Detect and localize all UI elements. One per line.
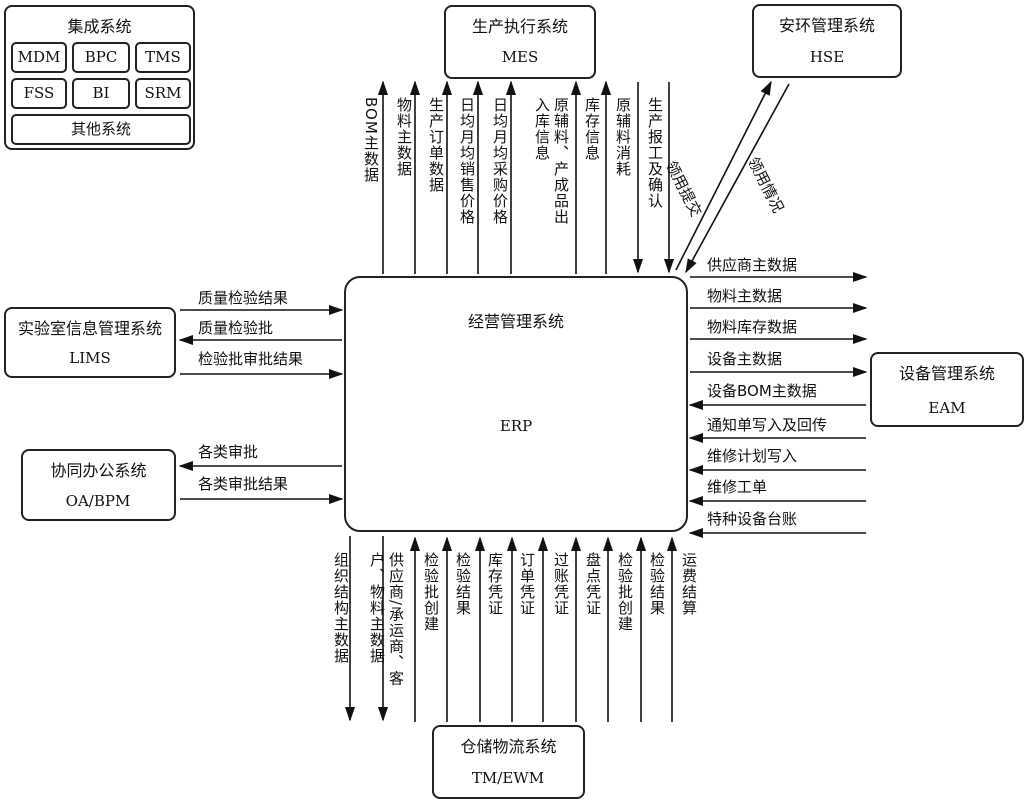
subsystem-bi: BI bbox=[72, 78, 130, 109]
flow-label-mes-bom: BOM主数据 bbox=[362, 97, 380, 183]
flow-label-lims-lot: 质量检验批 bbox=[198, 319, 274, 337]
flow-label-wms-stock-doc: 库存凭证 bbox=[486, 552, 504, 616]
flow-label-eam-plan: 维修计划写入 bbox=[707, 447, 798, 465]
integration-system-box: 集成系统 MDM BPC TMS FSS BI SRM 其他系统 bbox=[4, 5, 195, 150]
arrow-hse-status bbox=[685, 83, 790, 274]
flow-label-wms-partners: 供应商/承运商、客户、物料主数据 bbox=[368, 552, 405, 687]
flow-label-wms-inspection-2: 检验结果 bbox=[648, 552, 666, 616]
flow-label-wms-posting-doc: 过账凭证 bbox=[552, 552, 570, 616]
eam-system-box: 设备管理系统 bbox=[870, 352, 1024, 427]
flow-label-eam-special: 特种设备台账 bbox=[707, 510, 798, 528]
subsystem-fss: FSS bbox=[11, 78, 67, 109]
flow-label-eam-stock: 物料库存数据 bbox=[707, 318, 798, 336]
flow-label-oa-results: 各类审批结果 bbox=[198, 475, 289, 493]
flow-label-lims-result: 质量检验结果 bbox=[198, 289, 289, 307]
hse-system-title: 安环管理系统 bbox=[778, 16, 875, 35]
arrow-layer bbox=[178, 80, 868, 722]
flow-label-mes-order: 生产订单数据 bbox=[427, 97, 445, 193]
mes-system-title: 生产执行系统 bbox=[471, 17, 568, 36]
flow-label-wms-lot-create: 检验批创建 bbox=[422, 552, 440, 632]
oa-system-box: 协同办公系统 bbox=[21, 449, 176, 521]
oa-db-label: OA/BPM bbox=[65, 492, 131, 510]
hse-db-label: HSE bbox=[809, 48, 845, 66]
flow-label-eam-material: 物料主数据 bbox=[707, 287, 783, 305]
flow-label-eam-bom: 设备BOM主数据 bbox=[707, 382, 817, 400]
flow-label-wms-org: 组织结构主数据 bbox=[332, 552, 350, 664]
erp-db-label: ERP bbox=[499, 417, 533, 435]
eam-system-title: 设备管理系统 bbox=[898, 364, 995, 383]
mes-system-box: 生产执行系统 bbox=[444, 5, 596, 79]
integration-system-title: 集成系统 bbox=[67, 17, 132, 36]
subsystem-srm: SRM bbox=[135, 78, 191, 109]
wms-db-label: TM/EWM bbox=[471, 769, 545, 787]
erp-system-box: 经营管理系统 bbox=[344, 276, 688, 532]
flow-label-wms-order-doc: 订单凭证 bbox=[518, 552, 536, 616]
lims-system-box: 实验室信息管理系统 bbox=[4, 307, 176, 378]
arrow-hse-submit bbox=[675, 80, 772, 271]
flow-label-wms-count-doc: 盘点凭证 bbox=[584, 552, 602, 616]
flow-label-mes-sales-price: 日均月均销售价格 bbox=[458, 97, 476, 225]
erp-system-title: 经营管理系统 bbox=[467, 312, 564, 331]
flow-label-mes-material: 物料主数据 bbox=[395, 97, 413, 177]
flow-label-mes-inout: 原辅料、产成品出入库信息 bbox=[533, 97, 570, 225]
flow-label-oa-approvals: 各类审批 bbox=[198, 443, 259, 461]
eam-db-label: EAM bbox=[928, 399, 966, 417]
subsystem-tms: TMS bbox=[135, 42, 191, 73]
mes-db-label: MES bbox=[501, 48, 539, 66]
flow-label-eam-workorder: 维修工单 bbox=[707, 478, 768, 496]
hse-system-box: 安环管理系统 bbox=[752, 4, 902, 78]
flow-label-mes-inventory: 库存信息 bbox=[583, 97, 601, 161]
flow-label-lims-approval: 检验批审批结果 bbox=[198, 350, 304, 368]
oa-system-title: 协同办公系统 bbox=[50, 461, 147, 480]
flow-label-wms-freight: 运费结算 bbox=[680, 552, 698, 616]
subsystem-others: 其他系统 bbox=[11, 114, 191, 145]
wms-system-box: 仓储物流系统 bbox=[432, 725, 585, 799]
flow-label-wms-lot-create-2: 检验批创建 bbox=[616, 552, 634, 632]
flow-label-eam-supplier: 供应商主数据 bbox=[707, 256, 798, 274]
subsystem-mdm: MDM bbox=[11, 42, 67, 73]
flow-label-wms-inspection: 检验结果 bbox=[454, 552, 472, 616]
lims-system-title: 实验室信息管理系统 bbox=[17, 319, 162, 338]
flow-label-eam-notice: 通知单写入及回传 bbox=[707, 416, 828, 434]
flow-label-eam-equipment: 设备主数据 bbox=[707, 350, 783, 368]
flow-label-mes-purchase-price: 日均月均采购价格 bbox=[491, 97, 509, 225]
flow-label-mes-consumption: 原辅料消耗 bbox=[614, 97, 632, 177]
lims-db-label: LIMS bbox=[69, 349, 111, 367]
flow-label-mes-report: 生产报工及确认 bbox=[646, 97, 664, 209]
subsystem-bpc: BPC bbox=[72, 42, 130, 73]
wms-system-title: 仓储物流系统 bbox=[460, 737, 557, 756]
